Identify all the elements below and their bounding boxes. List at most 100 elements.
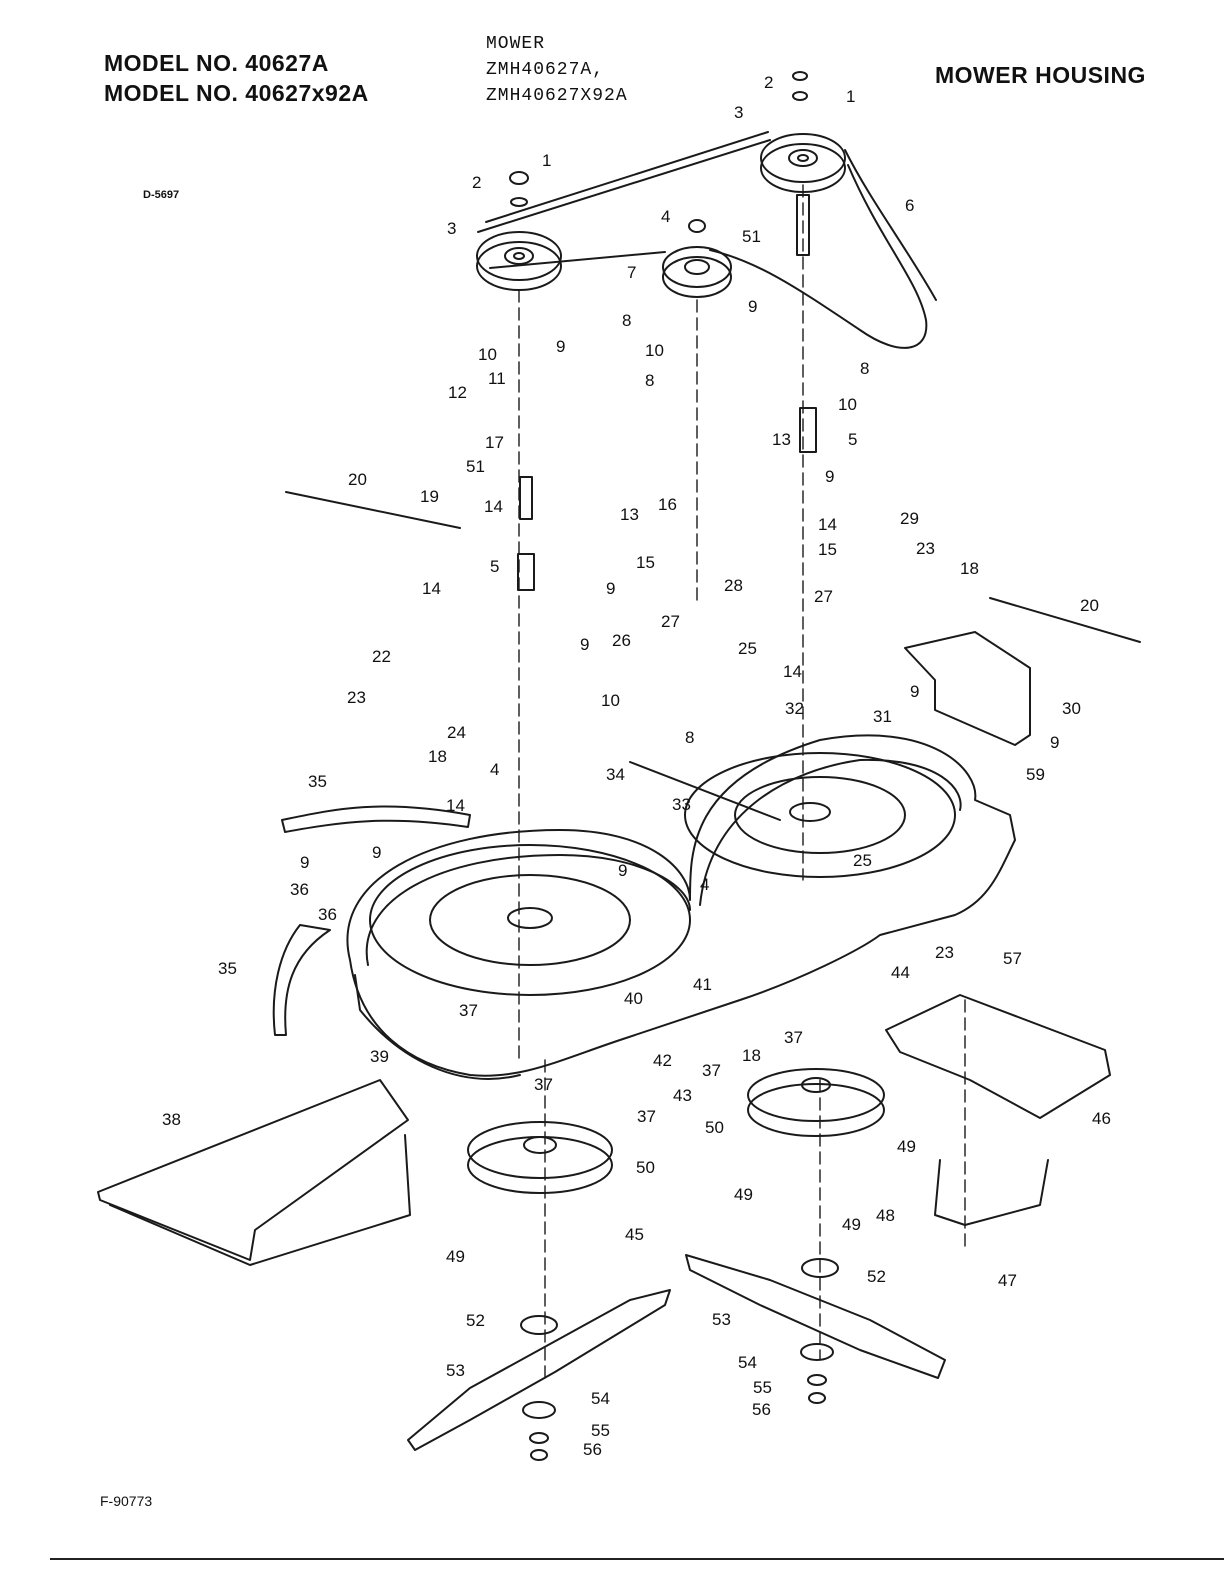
part-callout-23: 23 [916,539,935,558]
part-callout-1: 1 [846,87,855,106]
model-number-secondary: MODEL NO. 40627x92A [104,80,369,106]
part-callout-32: 32 [785,699,804,718]
part-callout-35: 35 [308,772,327,791]
part-callout-16: 16 [658,495,677,514]
part-callout-25: 25 [738,639,757,658]
part-callout-53: 53 [712,1310,731,1329]
part-callout-9: 9 [580,635,589,654]
part-callout-37: 37 [534,1075,553,1094]
part-callout-8: 8 [645,371,654,390]
section-title: MOWER HOUSING [935,62,1146,88]
part-callout-46: 46 [1092,1109,1111,1128]
idler-pulley-7 [662,246,732,298]
part-callout-52: 52 [466,1311,485,1330]
part-callout-24: 24 [447,723,466,742]
figure-code: F-90773 [100,1493,153,1509]
part-callout-4: 4 [490,760,499,779]
part-callout-5: 5 [848,430,857,449]
part-callout-59: 59 [1026,765,1045,784]
bracket-30 [904,631,1031,746]
hardware-stack [509,71,817,591]
part-callout-38: 38 [162,1110,181,1129]
product-name: MOWER [486,34,546,54]
part-callout-10: 10 [838,395,857,414]
part-callout-28: 28 [724,576,743,595]
part-callout-9: 9 [618,861,627,880]
part-callout-45: 45 [625,1225,644,1244]
part-callout-14: 14 [422,579,441,598]
part-callout-29: 29 [900,509,919,528]
model-number-primary: MODEL NO. 40627A [104,50,329,76]
part-callout-55: 55 [591,1421,610,1440]
part-callout-44: 44 [891,963,910,982]
part-callout-11: 11 [488,369,506,388]
part-callout-37: 37 [784,1028,803,1047]
part-callout-53: 53 [446,1361,465,1380]
part-callout-14: 14 [484,497,503,516]
rod-20-right [989,597,1141,643]
part-callout-17: 17 [485,433,504,452]
part-callout-8: 8 [860,359,869,378]
part-callout-56: 56 [583,1440,602,1459]
part-callout-6: 6 [905,196,914,215]
part-callout-2: 2 [764,73,773,92]
part-callout-20: 20 [1080,596,1099,615]
part-callout-14: 14 [446,796,465,815]
part-callout-36: 36 [318,905,337,924]
rod-20-left [285,491,461,529]
part-callout-12: 12 [448,383,467,402]
drive-belt-6 [477,131,937,349]
part-callout-9: 9 [606,579,615,598]
part-callout-54: 54 [738,1353,757,1372]
baffle-35-top [281,805,471,833]
discharge-chute-38 [97,1079,411,1266]
part-callout-47: 47 [998,1271,1017,1290]
part-callout-13: 13 [772,430,791,449]
part-callout-5: 5 [490,557,499,576]
part-callout-3: 3 [447,219,456,238]
part-callout-20: 20 [348,470,367,489]
part-callout-2: 2 [472,173,481,192]
part-callout-27: 27 [661,612,680,631]
part-callout-37: 37 [459,1001,478,1020]
part-callout-52: 52 [867,1267,886,1286]
part-callout-42: 42 [653,1051,672,1070]
part-callout-23: 23 [935,943,954,962]
part-callout-25: 25 [853,851,872,870]
mower-deck-housing [346,734,1016,1080]
part-callout-51: 51 [742,227,761,246]
part-callout-9: 9 [300,853,309,872]
part-callout-15: 15 [636,553,655,572]
part-callout-56: 56 [752,1400,771,1419]
part-callout-18: 18 [742,1046,761,1065]
part-callout-34: 34 [606,765,625,784]
part-callout-8: 8 [685,728,694,747]
part-callout-57: 57 [1003,949,1022,968]
pulley-3-left [476,231,562,291]
part-callout-13: 13 [620,505,639,524]
product-code-1: ZMH40627A, [486,60,605,80]
part-callout-14: 14 [783,662,802,681]
part-callout-15: 15 [818,540,837,559]
bracket-46 [885,994,1111,1119]
part-callout-4: 4 [661,207,670,226]
part-callout-36: 36 [290,880,309,899]
baffle-35-left [272,924,331,1036]
part-callout-50: 50 [705,1118,724,1137]
part-callout-49: 49 [842,1215,861,1234]
part-callout-10: 10 [645,341,664,360]
part-callout-26: 26 [612,631,631,650]
diagram-code: D-5697 [143,189,180,201]
part-callout-50: 50 [636,1158,655,1177]
part-callout-48: 48 [876,1206,895,1225]
blade-53-left [407,1289,671,1451]
part-callout-54: 54 [591,1389,610,1408]
part-callout-55: 55 [753,1378,772,1397]
part-callout-51: 51 [466,457,485,476]
part-callout-14: 14 [818,515,837,534]
part-callout-8: 8 [622,311,631,330]
spindle-pulley-50-right [747,1068,885,1137]
part-callout-49: 49 [897,1137,916,1156]
product-code-2: ZMH40627X92A [486,86,628,106]
